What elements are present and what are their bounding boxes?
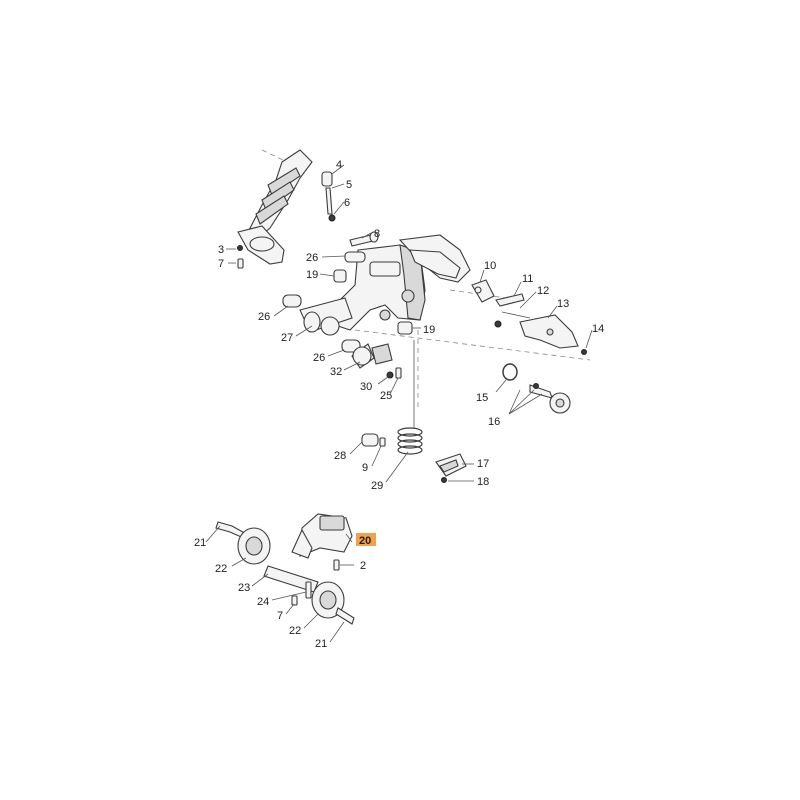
wire-12 (501, 311, 531, 319)
callout-16: 16 (488, 416, 500, 428)
leader-lines (205, 164, 593, 643)
callout-21-upper: 21 (194, 537, 206, 549)
callout-10: 10 (484, 260, 496, 272)
callout-labels: 4 5 6 8 3 7 26 19 26 27 26 32 30 25 19 1… (194, 159, 604, 650)
callout-29: 29 (371, 480, 383, 492)
callout-18: 18 (477, 476, 489, 488)
callout-17: 17 (477, 458, 489, 470)
callout-23: 23 (238, 582, 250, 594)
callout-19-lower: 19 (423, 324, 435, 336)
cap-32 (351, 343, 375, 369)
screw-7-lower (291, 595, 298, 606)
callout-13: 13 (557, 298, 569, 310)
callout-4: 4 (336, 159, 342, 171)
callout-3: 3 (218, 244, 224, 256)
screw-3 (237, 245, 243, 251)
valve-assembly-16 (529, 383, 571, 414)
callout-15: 15 (476, 392, 488, 404)
axle-tube-27 (299, 297, 353, 336)
callout-12: 12 (537, 285, 549, 297)
callout-28: 28 (334, 450, 346, 462)
spring-29 (397, 340, 423, 455)
bolt-8 (349, 231, 379, 247)
wheel-22-lower (311, 581, 345, 619)
guard-13 (519, 314, 579, 349)
callout-25: 25 (380, 390, 392, 402)
wheel-22-upper (237, 527, 271, 565)
pedal-17 (435, 453, 467, 477)
callout-9: 9 (362, 462, 368, 474)
callout-22-lower: 22 (289, 625, 301, 637)
bolt-21-lower (335, 607, 355, 625)
callout-20: 20 (359, 535, 371, 547)
callout-11: 11 (522, 273, 533, 285)
o-ring-15 (502, 363, 518, 381)
callout-26-upper: 26 (306, 252, 318, 264)
main-frame-body (334, 234, 471, 331)
callout-5: 5 (346, 179, 352, 191)
wheel-bracket-20 (291, 513, 353, 559)
screw-18 (441, 477, 447, 483)
bushing-26-upper (344, 251, 366, 263)
lever-11 (494, 293, 525, 328)
callout-6: 6 (344, 197, 350, 209)
handle-lever (237, 149, 313, 265)
callout-14: 14 (592, 323, 604, 335)
callout-26-lower: 26 (313, 352, 325, 364)
bolt-24 (305, 581, 312, 599)
callout-7-upper: 7 (218, 258, 224, 270)
callout-8: 8 (374, 228, 380, 240)
bracket-10 (471, 279, 495, 303)
bushing-28 (361, 433, 379, 447)
pin-assembly-top (321, 171, 336, 222)
callout-22-upper: 22 (215, 563, 227, 575)
nut-block (371, 343, 393, 365)
callout-21-lower: 21 (315, 638, 327, 650)
bushing-26-lower (341, 339, 361, 353)
bushing-26-left (282, 294, 302, 308)
callout-26-left: 26 (258, 311, 270, 323)
bushing-19-upper (333, 269, 347, 283)
callout-2: 2 (360, 560, 366, 572)
screw-7-upper (237, 258, 244, 269)
pin-9 (379, 437, 386, 447)
callout-27: 27 (281, 332, 293, 344)
callout-24: 24 (257, 596, 269, 608)
screw-14 (581, 349, 587, 355)
callout-30: 30 (360, 381, 372, 393)
highlight-box-20 (356, 533, 376, 546)
washer-30 (386, 371, 394, 379)
bushing-19-lower (397, 321, 413, 335)
screw-2 (333, 559, 340, 571)
callout-32: 32 (330, 366, 342, 378)
screw-25 (395, 367, 402, 379)
callout-7-lower: 7 (277, 610, 283, 622)
callout-19-upper: 19 (306, 269, 318, 281)
